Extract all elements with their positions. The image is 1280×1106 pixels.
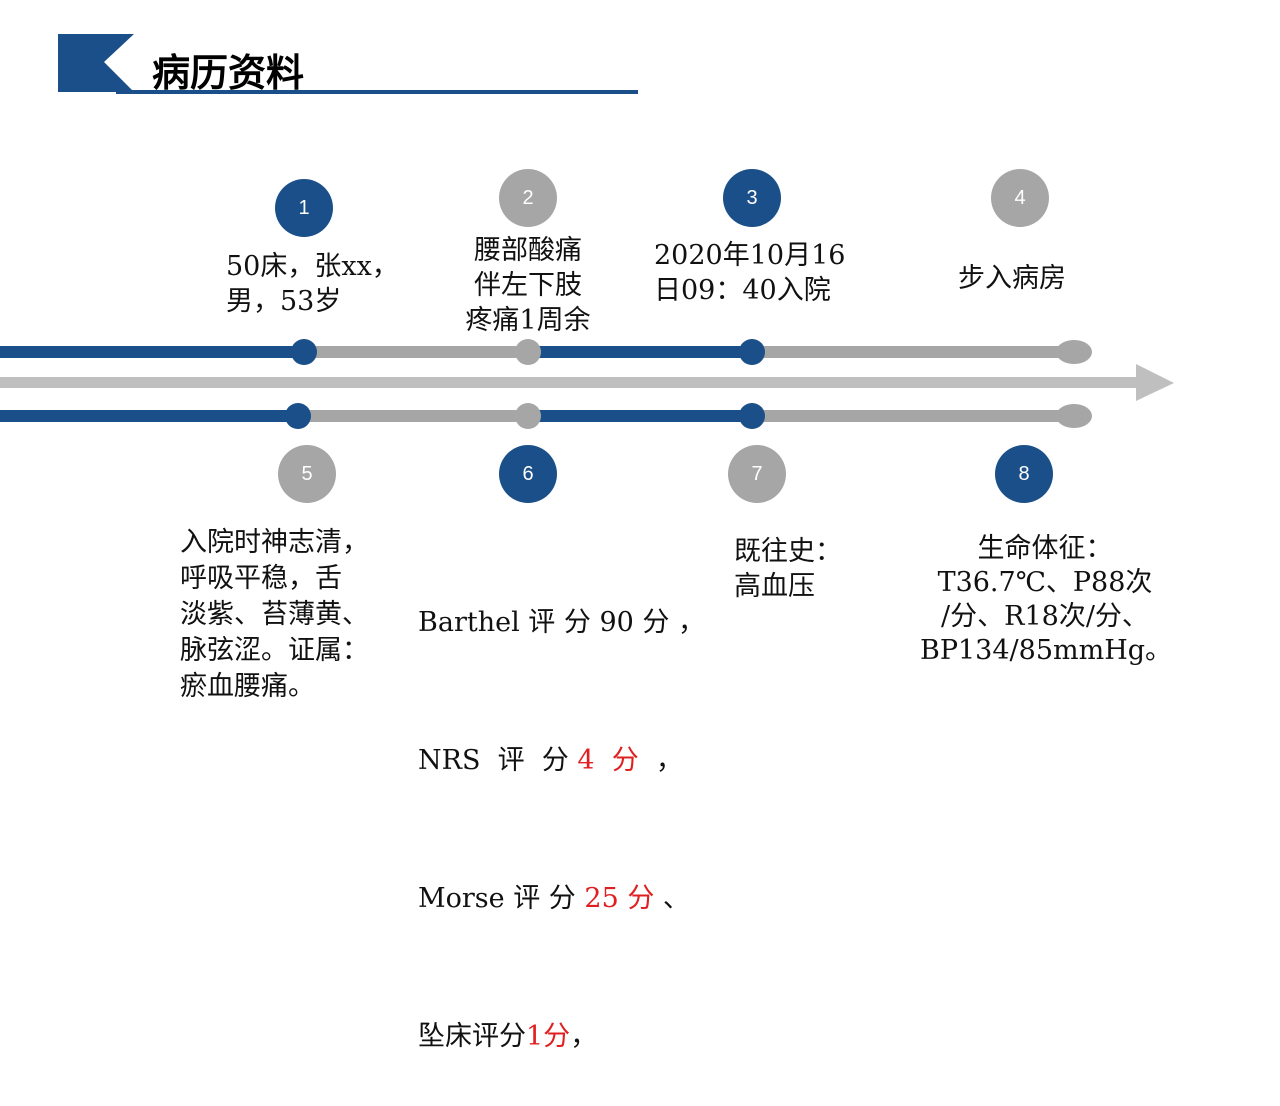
text-part: ， — [570, 1021, 598, 1052]
text-line: 疼痛1周余 — [465, 305, 591, 336]
highlight-value: 25 分 — [584, 883, 655, 914]
top-track-segment — [304, 346, 528, 358]
text-part: 坠床评分 — [418, 1021, 526, 1052]
nrs-score: NRS 评 分 4 分 ， — [418, 738, 705, 784]
text-part: ， — [638, 745, 683, 776]
text-line: 入院时神志清， — [180, 527, 369, 558]
top-track-segment — [752, 346, 1074, 358]
text-line: 2020年10月16 — [654, 240, 846, 271]
step-7-text: 既往史： 高血压 — [734, 534, 842, 604]
track-node — [515, 403, 541, 429]
text-line: BP134/85mmHg。 — [920, 635, 1173, 666]
track-end-node — [1056, 340, 1092, 364]
text-line: /分、R18次/分、 — [941, 601, 1149, 632]
text-line: 呼吸平稳，舌 — [180, 563, 342, 594]
track-node — [291, 339, 317, 365]
step-1-text: 50床，张xx， 男，53岁 — [226, 249, 399, 319]
text-line: 日09：40入院 — [654, 275, 831, 306]
step-6-text: Barthel 评 分 90 分 ， NRS 评 分 4 分 ， Morse 评… — [418, 508, 705, 1106]
text-line: 腰部酸痛 — [474, 235, 582, 266]
step-badge-7: 7 — [728, 445, 786, 503]
barthel-score: Barthel 评 分 90 分 ， — [418, 607, 705, 638]
text-line: 瘀血腰痛。 — [180, 671, 315, 702]
bottom-track-segment — [298, 410, 528, 422]
step-5-text: 入院时神志清， 呼吸平稳，舌 淡紫、苔薄黄、 脉弦涩。证属： 瘀血腰痛。 — [180, 525, 369, 705]
highlight-value: 4 分 — [577, 745, 639, 776]
top-track-segment — [0, 346, 304, 358]
timeline-arrow-shaft — [0, 377, 1140, 388]
track-node — [285, 403, 311, 429]
step-badge-3: 3 — [723, 169, 781, 227]
step-badge-4: 4 — [991, 169, 1049, 227]
text-line: 淡紫、苔薄黄、 — [180, 599, 369, 630]
step-4-text: 步入病房 — [958, 261, 1066, 296]
text-line: 脉弦涩。证属： — [180, 635, 369, 666]
track-node — [739, 339, 765, 365]
track-node — [739, 403, 765, 429]
arrow-head-icon — [1136, 364, 1174, 401]
page-title: 病历资料 — [152, 50, 305, 95]
step-8-text: 生命体征： T36.7℃、P88次 /分、R18次/分、 BP134/85mmH… — [920, 532, 1173, 668]
step-badge-2: 2 — [499, 169, 557, 227]
fall-score: 坠床评分1分， — [418, 1014, 705, 1060]
text-line: T36.7℃、P88次 — [937, 567, 1153, 598]
highlight-value: 1分 — [526, 1021, 571, 1052]
step-badge-5: 5 — [278, 445, 336, 503]
track-end-node — [1056, 404, 1092, 428]
text-line: 步入病房 — [958, 263, 1066, 294]
text-part: Morse 评 分 — [418, 883, 585, 914]
top-track-segment — [528, 346, 752, 358]
step-2-text: 腰部酸痛 伴左下肢 疼痛1周余 — [438, 233, 618, 338]
text-part: 、 — [654, 883, 690, 914]
bottom-track-segment — [752, 410, 1074, 422]
text-line: 高血压 — [734, 571, 815, 602]
text-line: 50床，张xx， — [226, 251, 399, 282]
step-badge-8: 8 — [995, 445, 1053, 503]
bottom-track-segment — [0, 410, 298, 422]
text-line: 既往史： — [734, 536, 842, 567]
step-3-text: 2020年10月16 日09：40入院 — [654, 238, 845, 308]
bottom-track-segment — [528, 410, 752, 422]
text-line: 生命体征： — [977, 533, 1113, 564]
text-line: 伴左下肢 — [474, 270, 582, 301]
step-badge-1: 1 — [275, 179, 333, 237]
text-part: NRS 评 分 — [418, 745, 578, 776]
morse-score: Morse 评 分 25 分 、 — [418, 876, 705, 922]
track-node — [515, 339, 541, 365]
step-badge-6: 6 — [499, 445, 557, 503]
text-line: 男，53岁 — [226, 286, 342, 317]
title-chevron-icon — [58, 34, 638, 94]
